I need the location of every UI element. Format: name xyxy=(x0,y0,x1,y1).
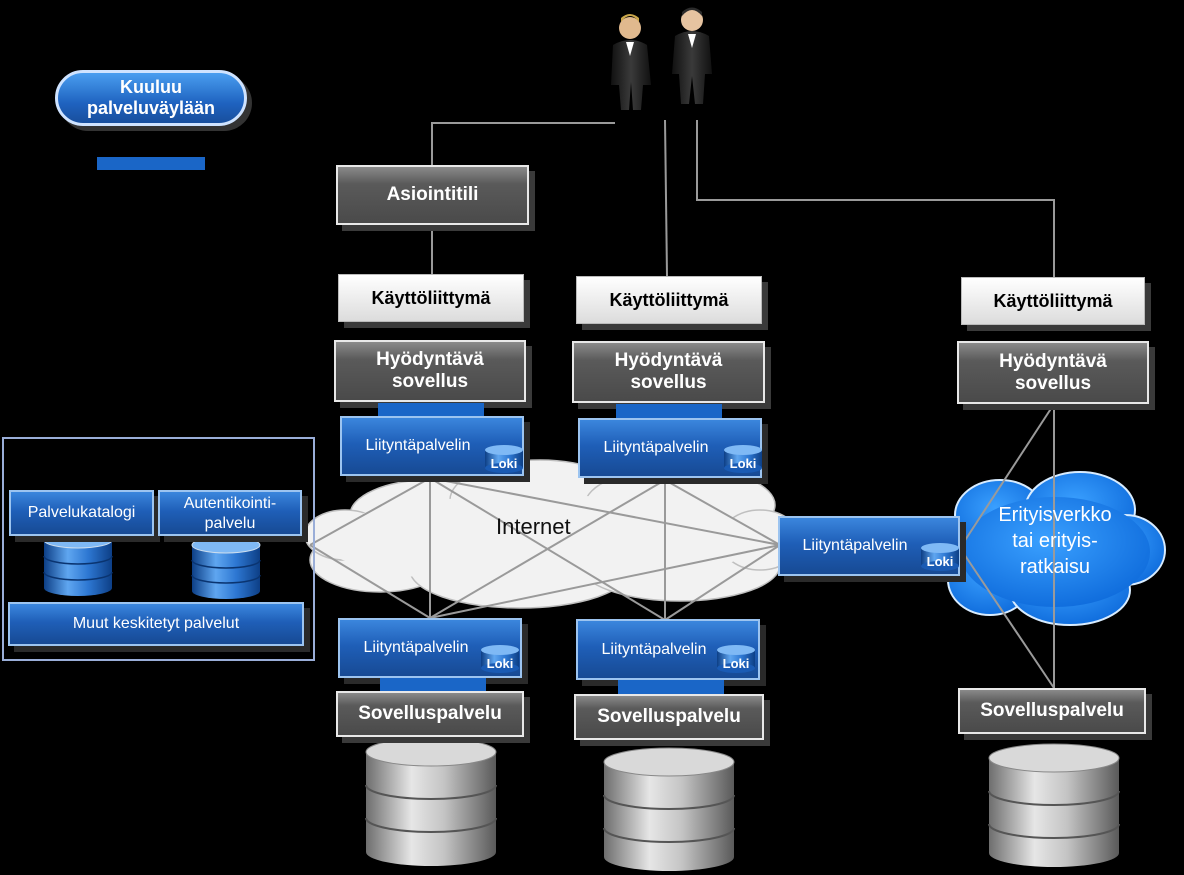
liityntapalvelin-label: Liityntäpalvelin xyxy=(365,437,471,454)
liityntapalvelin-label: Liityntäpalvelin xyxy=(601,640,707,658)
loki-icon: Loki xyxy=(480,644,520,674)
internet-label: Internet xyxy=(496,514,571,539)
palvelukatalogi-label: Palvelukatalogi xyxy=(27,504,136,521)
service-bus-stripe xyxy=(618,680,724,694)
loki-label: Loki xyxy=(926,554,954,569)
database-icon xyxy=(988,743,1120,867)
sovelluspalvelu-label: Sovelluspalvelu xyxy=(980,700,1124,721)
autentikointi-label: Autentikointi- palvelu xyxy=(183,495,277,532)
kayttoliittyma-label: Käyttöliittymä xyxy=(371,287,491,308)
kayttoliittyma-label: Käyttöliittymä xyxy=(609,289,729,310)
sovelluspalvelu-box-3: Sovelluspalvelu xyxy=(958,688,1146,734)
hyodyntava-label: Hyödyntävä sovellus xyxy=(999,350,1107,394)
legend-pill-text: Kuuluu palveluväylään xyxy=(86,77,216,118)
loki-icon: Loki xyxy=(716,644,756,674)
loki-label: Loki xyxy=(729,456,757,471)
kayttoliittyma-box-3: Käyttöliittymä xyxy=(961,277,1145,325)
loki-icon: Loki xyxy=(920,542,960,572)
legend-pill: Kuuluu palveluväylään xyxy=(55,70,247,126)
hyodyntava-sovellus-box-3: Hyödyntävä sovellus xyxy=(957,341,1149,404)
sovelluspalvelu-label: Sovelluspalvelu xyxy=(597,706,741,727)
autentikointipalvelu-box: Autentikointi- palvelu xyxy=(158,490,302,536)
hyodyntava-label: Hyödyntävä sovellus xyxy=(376,349,484,392)
asiointitili-box: Asiointitili xyxy=(336,165,529,225)
service-bus-stripe xyxy=(378,403,484,416)
loki-label: Loki xyxy=(722,656,750,671)
asiointitili-label: Asiointitili xyxy=(386,184,479,205)
palvelukatalogi-box: Palvelukatalogi xyxy=(9,490,154,536)
user-icon xyxy=(672,7,712,104)
legend-bar xyxy=(97,157,205,170)
sovelluspalvelu-label: Sovelluspalvelu xyxy=(358,703,502,724)
database-icon xyxy=(43,531,113,596)
service-bus-stripe xyxy=(380,678,486,691)
liityntapalvelin-label: Liityntäpalvelin xyxy=(802,537,908,554)
muut-keskitetyt-palvelut-box: Muut keskitetyt palvelut xyxy=(8,602,304,646)
database-icon xyxy=(603,747,735,871)
special-network-label: Erityisverkko tai erityis- ratkaisu xyxy=(998,504,1112,578)
loki-icon: Loki xyxy=(723,444,763,474)
database-icon xyxy=(191,536,261,599)
loki-label: Loki xyxy=(486,656,514,671)
hyodyntava-label: Hyödyntävä sovellus xyxy=(614,350,723,393)
user-icon xyxy=(611,14,651,110)
database-icon xyxy=(365,737,497,866)
liityntapalvelin-label: Liityntäpalvelin xyxy=(363,639,469,656)
loki-icon: Loki xyxy=(484,444,524,474)
hyodyntava-sovellus-box-2: Hyödyntävä sovellus xyxy=(572,341,765,403)
sovelluspalvelu-box-2: Sovelluspalvelu xyxy=(574,694,764,740)
muut-keskitetyt-palvelut-label: Muut keskitetyt palvelut xyxy=(72,615,240,632)
loki-label: Loki xyxy=(490,456,518,471)
kayttoliittyma-box-1: Käyttöliittymä xyxy=(338,274,524,322)
central-services-panel xyxy=(2,437,315,661)
sovelluspalvelu-box-1: Sovelluspalvelu xyxy=(336,691,524,737)
kayttoliittyma-box-2: Käyttöliittymä xyxy=(576,276,762,324)
service-bus-stripe xyxy=(616,404,722,418)
kayttoliittyma-label: Käyttöliittymä xyxy=(993,290,1113,311)
hyodyntava-sovellus-box-1: Hyödyntävä sovellus xyxy=(334,340,526,402)
liityntapalvelin-label: Liityntäpalvelin xyxy=(603,439,709,456)
